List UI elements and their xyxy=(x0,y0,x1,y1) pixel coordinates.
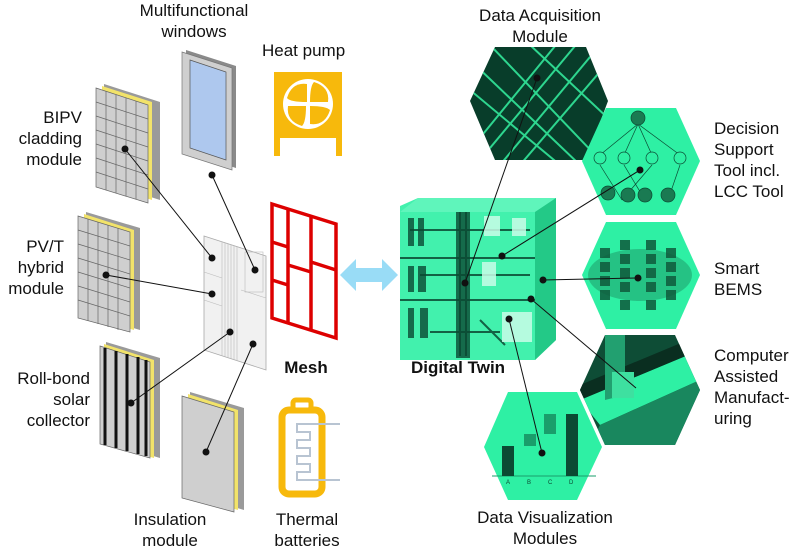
label-line: Multifunctional xyxy=(139,1,249,20)
label-line: Assisted xyxy=(714,367,779,386)
label-data-visualization: Data Visualization Modules xyxy=(455,507,635,549)
label-line: Module xyxy=(512,27,568,46)
roll-bond-collector-graphic xyxy=(99,342,160,459)
label-insulation: Insulation module xyxy=(110,509,230,551)
mini-chart-bar-b xyxy=(524,434,536,446)
label-mesh: Mesh xyxy=(284,358,328,377)
digital-twin-building xyxy=(400,198,556,360)
label-line: solar xyxy=(53,390,90,409)
label-line: batteries xyxy=(274,531,340,550)
label-thermal-batteries: Thermal batteries xyxy=(262,509,352,551)
cam-hexagon xyxy=(580,335,700,445)
data-acquisition-hexagon xyxy=(470,47,608,160)
mini-chart-tick: C xyxy=(548,480,553,486)
label-line: uring xyxy=(714,409,752,428)
label-bipv: BIPV cladding module xyxy=(0,107,82,170)
label-smart-bems: Smart BEMS xyxy=(714,258,762,300)
data-visualization-hexagon xyxy=(484,392,602,500)
bipv-cladding-module-graphic xyxy=(95,84,160,204)
mesh-graphic xyxy=(270,201,338,341)
mini-chart-bar-d xyxy=(566,414,578,476)
label-line: windows xyxy=(161,22,227,41)
decision-support-hexagon xyxy=(582,108,700,215)
mini-chart-tick: D xyxy=(569,480,574,486)
label-line: Decision xyxy=(714,119,780,138)
label-line: Roll-bond xyxy=(17,369,90,388)
label-line: Thermal xyxy=(275,510,339,529)
label-line: Computer xyxy=(714,346,789,365)
mini-chart-bar-c xyxy=(544,414,556,434)
label-line: module xyxy=(142,531,198,550)
insulation-module-graphic xyxy=(181,392,244,513)
label-data-acquisition: Data Acquisition Module xyxy=(460,5,620,47)
connector-lines xyxy=(105,77,641,454)
mini-chart-tick: B xyxy=(527,480,532,486)
label-line: BIPV xyxy=(43,108,82,127)
label-line: module xyxy=(26,150,82,169)
label-line: Data Acquisition xyxy=(479,6,601,25)
label-line: Support xyxy=(714,140,774,159)
label-roll-bond: Roll-bond solar collector xyxy=(0,368,90,431)
label-decision-support: Decision Support Tool incl. LCC Tool xyxy=(714,118,784,202)
label-cam: Computer Assisted Manufact- uring xyxy=(714,345,790,429)
label-line: Data Visualization xyxy=(477,508,613,527)
mini-chart-tick: A xyxy=(506,480,511,486)
label-line: hybrid xyxy=(17,258,64,277)
label-digital-twin: Digital Twin xyxy=(410,358,506,377)
label-line: Insulation xyxy=(133,510,207,529)
double-arrow-icon xyxy=(340,259,398,291)
label-multifunctional-windows: Multifunctional windows xyxy=(124,0,264,42)
label-line: Smart xyxy=(714,259,760,278)
smart-bems-hexagon xyxy=(582,222,700,329)
battery-icon xyxy=(278,397,340,498)
label-pvt: PV/T hybrid module xyxy=(0,236,64,299)
connector-dots xyxy=(102,74,644,457)
label-line: BEMS xyxy=(714,280,763,299)
pvt-hybrid-module-graphic xyxy=(77,212,140,333)
label-heat-pump: Heat pump xyxy=(262,41,346,60)
label-line: collector xyxy=(26,411,90,430)
label-line: Manufact- xyxy=(714,388,790,407)
label-line: cladding xyxy=(18,129,82,148)
heat-pump-icon xyxy=(274,72,342,156)
label-line: Modules xyxy=(512,529,578,548)
label-line: LCC Tool xyxy=(714,182,784,201)
assembled-facade-panel xyxy=(203,235,267,371)
mini-chart-bar-a xyxy=(502,446,514,476)
label-line: Tool incl. xyxy=(714,161,781,180)
multifunctional-window-graphic xyxy=(181,50,236,171)
label-line: PV/T xyxy=(26,237,64,256)
label-line: module xyxy=(8,279,64,298)
